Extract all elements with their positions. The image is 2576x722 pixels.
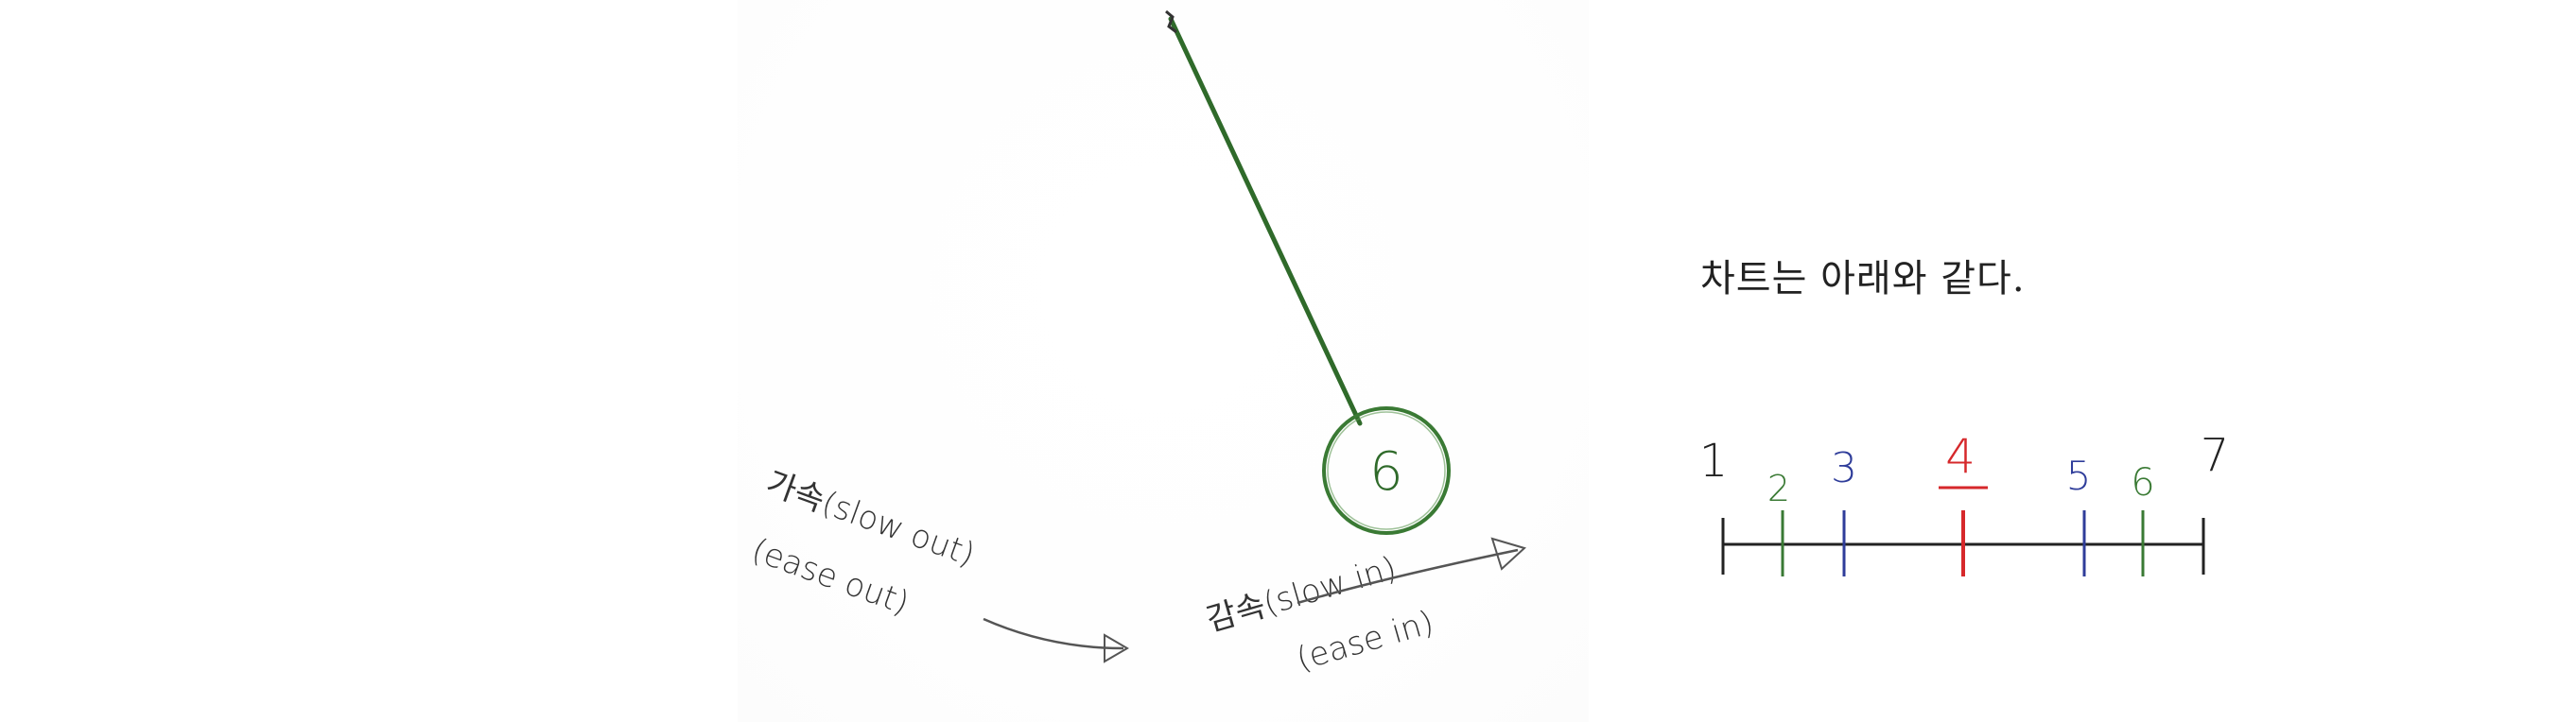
accel-arrow-head <box>1104 633 1129 663</box>
decel-label-group: 감속(slow in) (ease in) <box>1202 549 1438 679</box>
pendulum-bob <box>1322 406 1451 535</box>
decel-arrow <box>1297 548 1519 605</box>
accel-arrow <box>983 617 1124 650</box>
pendulum-rod <box>1168 16 1363 426</box>
timeline-label-2: 2 <box>1767 468 1790 509</box>
timeline-label-7: 7 <box>2201 429 2230 482</box>
timeline-label-4: 4 <box>1945 429 1976 484</box>
decel-arrow-head <box>1490 537 1526 571</box>
timeline-label-6: 6 <box>2131 461 2154 505</box>
timeline-label-1: 1 <box>1699 435 1729 488</box>
timeline-label-3: 3 <box>1831 444 1857 492</box>
pendulum-bob-inner <box>1327 411 1446 530</box>
background-glow <box>738 0 1589 722</box>
decel-label-sub: (ease in) <box>1293 604 1438 679</box>
accel-label-group: 가속(slow out) (ease out) <box>747 464 980 623</box>
pendulum-pivot <box>1165 9 1177 34</box>
pendulum-bob-label: 6 <box>1369 441 1403 503</box>
timeline-label-5: 5 <box>2066 453 2092 499</box>
chart-caption: 차트는 아래와 같다. <box>1700 257 2026 301</box>
